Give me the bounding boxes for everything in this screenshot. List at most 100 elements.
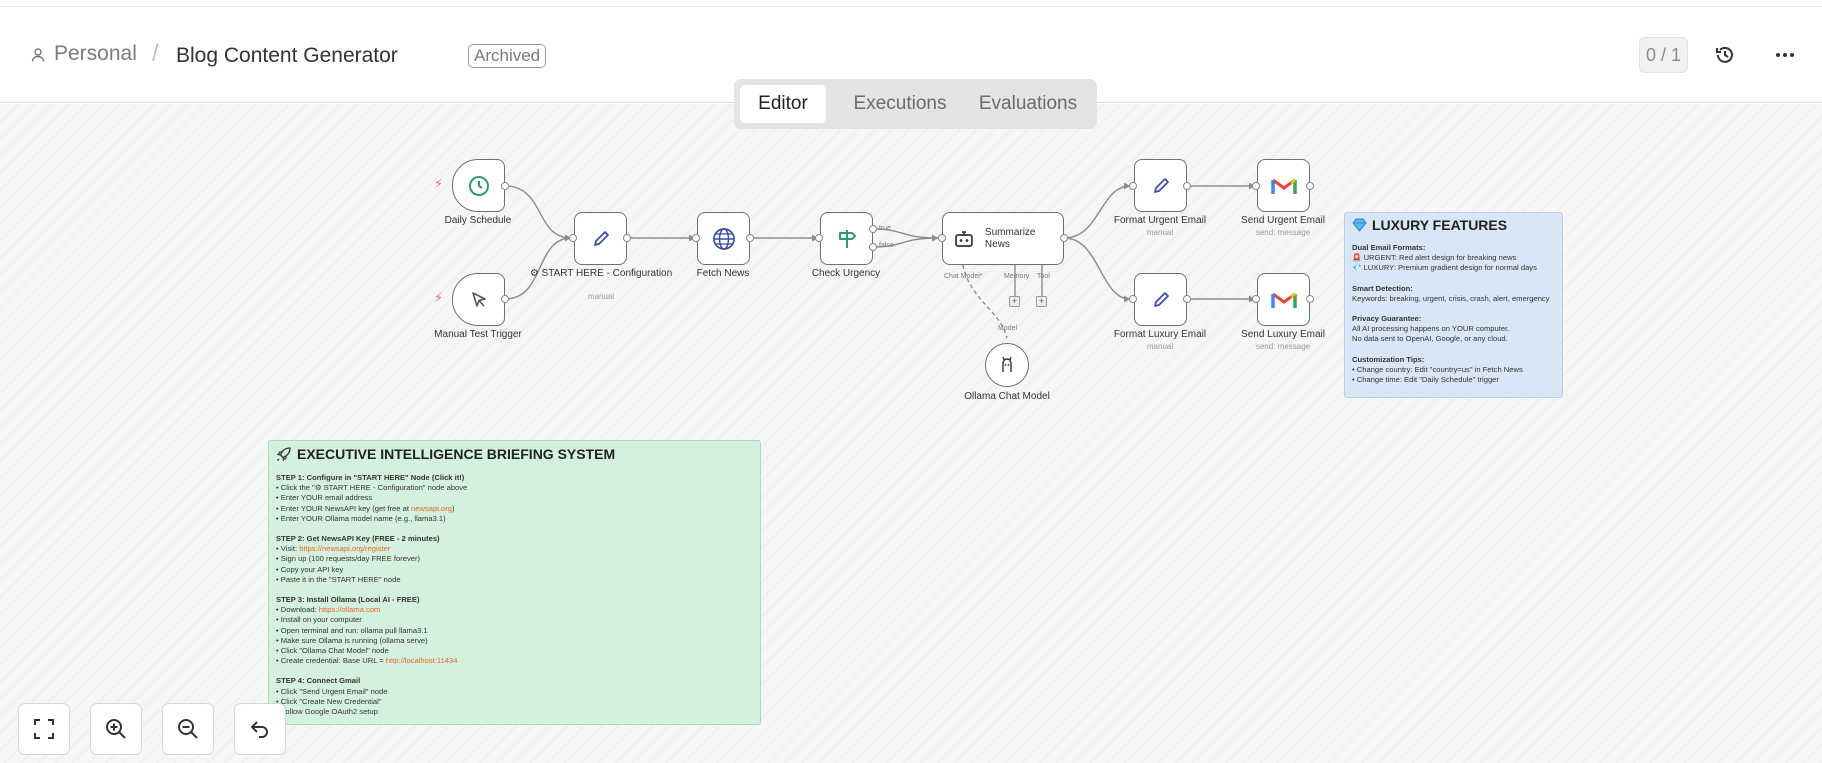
version-counter[interactable]: 0 / 1 (1639, 37, 1688, 73)
port-label-tool: Tool (1037, 273, 1050, 280)
sticky-line: • Click "Send Urgent Email" node (276, 686, 388, 696)
ollama-link[interactable]: https://ollama.com (318, 605, 381, 615)
clock-icon (468, 175, 489, 196)
breadcrumb-personal[interactable]: Personal (54, 42, 137, 65)
sticky-line: • Click the "⚙ START HERE - Configuratio… (276, 483, 468, 493)
more-options-button[interactable] (1770, 40, 1800, 70)
llama-icon (1002, 356, 1012, 372)
input-port[interactable] (692, 234, 700, 242)
sticky-line: • Make sure Ollama is running (ollama se… (276, 635, 428, 645)
true-branch-label: true (879, 225, 892, 232)
pencil-icon (593, 230, 609, 246)
output-port[interactable] (1306, 182, 1314, 190)
input-port[interactable] (1129, 182, 1137, 190)
fit-view-button[interactable] (18, 703, 70, 755)
output-port[interactable] (501, 182, 509, 190)
output-port[interactable] (1306, 295, 1314, 303)
zoom-out-icon (178, 719, 198, 739)
gmail-icon (1270, 292, 1297, 308)
section-heading: Dual Email Formats: (1352, 243, 1426, 252)
top-divider (0, 6, 1822, 7)
input-port[interactable] (569, 234, 577, 242)
signpost-icon (838, 229, 856, 248)
sticky-line: • Follow Google OAuth2 setup (276, 707, 378, 717)
node-subtitle: manual (1146, 342, 1174, 351)
workflow-title[interactable]: Blog Content Generator (176, 44, 398, 67)
tab-executions[interactable]: Executions (853, 93, 947, 114)
step-heading: STEP 2: Get NewsAPI Key (FREE - 2 minute… (276, 534, 440, 544)
node-label: Ollama Chat Model (964, 391, 1050, 402)
node-daily-schedule[interactable] (452, 159, 505, 212)
output-port[interactable] (1183, 182, 1191, 190)
more-horizontal-icon (1776, 53, 1794, 57)
node-format-urgent-email[interactable] (1134, 159, 1187, 212)
rocket-icon (276, 447, 291, 462)
sticky-note-luxury-features[interactable]: LUXURY FEATURES Dual Email Formats: 🚨 UR… (1344, 212, 1563, 398)
add-memory-button[interactable]: + (1009, 296, 1020, 307)
sticky-line: Keywords: breaking, urgent, crisis, cras… (1352, 293, 1550, 303)
sticky-title: LUXURY FEATURES (1372, 217, 1508, 233)
node-manual-test-trigger[interactable] (452, 273, 505, 326)
node-subtitle: send: message (1255, 228, 1311, 237)
tab-evaluations[interactable]: Evaluations (978, 93, 1078, 114)
port-label-model: Model (998, 325, 1018, 332)
output-port[interactable] (501, 295, 509, 303)
node-send-luxury-email[interactable] (1257, 273, 1310, 326)
node-fetch-news[interactable] (697, 212, 750, 265)
input-port[interactable] (815, 234, 823, 242)
input-port[interactable] (1252, 295, 1260, 303)
sticky-note-executive-briefing[interactable]: EXECUTIVE INTELLIGENCE BRIEFING SYSTEM S… (268, 440, 761, 725)
output-port[interactable] (746, 234, 754, 242)
newsapi-link[interactable]: newsapi.org (411, 503, 452, 513)
sticky-line: • Create credential: Base URL = http://l… (276, 656, 458, 666)
node-label: Manual Test Trigger (434, 329, 522, 340)
port-label-chat-model: Chat Model* (944, 273, 983, 280)
node-send-urgent-email[interactable] (1257, 159, 1310, 212)
reset-zoom-button[interactable] (234, 703, 286, 755)
sticky-line: • Enter YOUR Ollama model name (e.g., ll… (276, 513, 446, 523)
newsapi-register-link[interactable]: https://newsapi.org/register (299, 544, 391, 554)
sticky-title: EXECUTIVE INTELLIGENCE BRIEFING SYSTEM (297, 446, 616, 462)
sticky-line: • Enter YOUR NewsAPI key (get free at ne… (276, 503, 455, 513)
step-heading: STEP 4: Connect Gmail (276, 676, 361, 686)
zoom-out-button[interactable] (162, 703, 214, 755)
node-label: Format Luxury Email (1113, 329, 1207, 340)
node-ollama-chat-model[interactable] (985, 343, 1029, 387)
view-tabs: Editor Executions Evaluations (734, 79, 1097, 129)
node-subtitle: send: message (1255, 342, 1311, 351)
breadcrumb-separator: / (152, 40, 159, 67)
output-port-false[interactable] (869, 243, 877, 251)
sticky-line: • Download: https://ollama.com (276, 605, 381, 615)
sticky-line: • Paste it in the "START HERE" node (276, 574, 401, 584)
sticky-line: • Click "Create New Credential" (276, 696, 382, 706)
sticky-line: • Enter YOUR email address (276, 493, 373, 503)
undo-icon (250, 721, 268, 738)
tab-editor[interactable]: Editor (740, 85, 826, 123)
history-button[interactable] (1710, 40, 1740, 70)
node-summarize-news[interactable]: Summarize News (942, 212, 1064, 265)
node-format-luxury-email[interactable] (1134, 273, 1187, 326)
step-heading: STEP 1: Configure in "START HERE" Node (… (276, 473, 465, 482)
node-check-urgency[interactable] (820, 212, 873, 265)
sticky-line: • Visit: https://newsapi.org/register (276, 544, 391, 554)
input-port[interactable] (1252, 182, 1260, 190)
input-port[interactable] (938, 234, 946, 242)
output-port-true[interactable] (869, 225, 877, 233)
zoom-in-button[interactable] (90, 703, 142, 755)
output-port[interactable] (1183, 295, 1191, 303)
output-port[interactable] (623, 234, 631, 242)
sticky-line: • Sign up (100 requests/day FREE forever… (276, 554, 421, 564)
localhost-link[interactable]: http://localhost:11434 (385, 656, 458, 666)
add-tool-button[interactable]: + (1036, 296, 1047, 307)
node-start-here-configuration[interactable] (574, 212, 627, 265)
pencil-icon (1153, 291, 1169, 307)
history-icon (1716, 46, 1733, 63)
input-port[interactable] (1129, 295, 1137, 303)
output-port[interactable] (1060, 234, 1068, 242)
archived-badge: Archived (468, 44, 547, 68)
sticky-line: • Change country: Edit "country=us" in F… (1352, 364, 1523, 374)
fit-view-icon (34, 719, 54, 739)
zoom-in-icon (106, 719, 126, 739)
node-label: Summarize News (984, 226, 1036, 250)
cursor-icon (471, 291, 486, 307)
